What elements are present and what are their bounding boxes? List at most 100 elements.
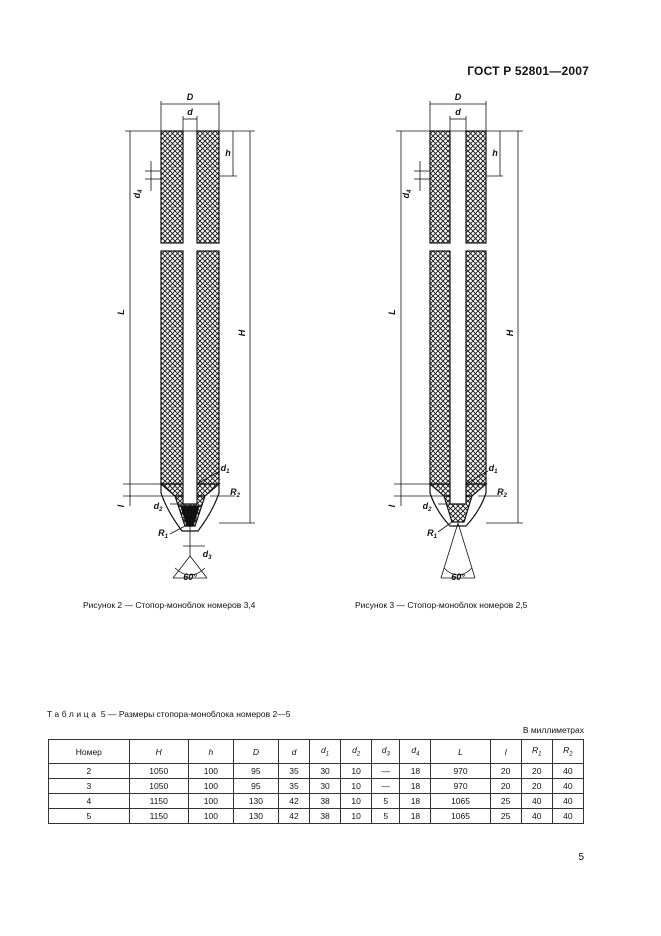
table-header-cell: L [430,739,491,764]
label-h: h [492,148,498,158]
standard-code: ГОСТ Р 52801—2007 [467,64,589,78]
table-cell: 2 [48,763,130,779]
figure-2-labels: D d h d4 L H d1 l R2 d2 R1 d3 60° [116,92,247,582]
table-header-cell: H [128,739,189,764]
figure-2-body [159,130,221,497]
label-D: D [187,92,194,102]
figure-3-caption: Рисунок 3 — Стопор-моноблок номеров 2,5 [355,600,528,610]
table-header-cell: d1 [309,739,342,764]
table-cell: 18 [399,763,432,779]
table-cell: — [371,778,401,794]
figure-2-dimensions [123,101,255,579]
table-cell: 40 [551,778,585,794]
table-cell: 100 [187,793,234,809]
figure-3-dimensions [394,101,523,579]
table-cell: 10 [340,763,373,779]
table-cell: 1050 [128,763,189,779]
table-header-cell: Номер [48,739,130,764]
label-d3: d3 [203,549,213,561]
table-cell: 95 [232,778,279,794]
table-cell: 38 [309,808,342,824]
table-cell: 3 [48,778,130,794]
table-cell: 35 [277,763,311,779]
table-cell: 10 [340,778,373,794]
table-header-cell: R1 [520,739,553,764]
table-cell: 18 [399,778,432,794]
figure-2-drawing: D d h d4 L H d1 l R2 d2 R1 d3 60° [116,92,255,582]
table-cell: 40 [551,763,585,779]
table-cell: 1050 [128,778,189,794]
table-cell: 30 [309,763,342,779]
label-R2: R2 [497,487,508,499]
table-header-cell: d2 [340,739,373,764]
label-l: l [116,504,126,507]
table-cell: 95 [232,763,279,779]
table-cell: 5 [371,808,401,824]
table-cell: 20 [520,763,553,779]
table-cell: 100 [187,778,234,794]
label-L: L [116,309,126,315]
table-cell: 20 [489,763,522,779]
table-cell: 25 [489,808,522,824]
label-angle: 60° [451,572,465,582]
table-cell: 10 [340,808,373,824]
table-cell: 40 [551,808,585,824]
table-cell: 40 [520,808,553,824]
table-cell: 100 [187,808,234,824]
table-cell: 40 [520,793,553,809]
table-cell: 40 [551,793,585,809]
label-d: d [187,107,193,117]
table-title-prefix: Таблица [47,709,99,719]
label-d1: d1 [489,463,499,475]
label-D: D [455,92,462,102]
table-cell: 18 [399,793,432,809]
table-cell: — [371,763,401,779]
label-d2: d2 [423,501,433,513]
table-cell: 18 [399,808,432,824]
table-cell: 4 [48,793,130,809]
table-title: Таблица 5 — Размеры стопора-моноблока но… [47,709,290,719]
page-number: 5 [578,852,584,863]
figure-2-caption: Рисунок 2 — Стопор-моноблок номеров 3,4 [83,600,256,610]
label-R2: R2 [230,487,241,499]
table-cell: 1150 [128,808,189,824]
table-cell: 10 [340,793,373,809]
table-cell: 35 [277,778,311,794]
table-cell: 1150 [128,793,189,809]
figure-3-tip [429,484,487,527]
table-cell: 5 [371,793,401,809]
table-cell: 30 [309,778,342,794]
label-H: H [505,329,515,336]
figure-2-tip [160,484,220,556]
table-header-cell: d4 [399,739,432,764]
label-L: L [387,309,397,315]
table-cell: 1065 [430,793,491,809]
table-header-cell: h [187,739,234,764]
label-R1: R1 [158,528,169,540]
table-units: В миллиметрах [522,725,584,735]
table-cell: 38 [309,793,342,809]
figure-3-body [428,130,488,497]
label-h: h [225,148,231,158]
label-l: l [387,504,397,507]
table-cell: 25 [489,793,522,809]
table-cell: 42 [277,793,311,809]
label-d2: d2 [154,501,164,513]
figure-3-labels: D d h d4 L H d1 l R2 d2 R1 60° [387,92,515,582]
table-title-text: 5 — Размеры стопора-моноблока номеров 2—… [100,709,291,719]
table-header-cell: d [277,739,311,764]
table-cell: 130 [232,793,279,809]
table-cell: 970 [430,778,491,794]
label-d: d [455,107,461,117]
table-cell: 130 [232,808,279,824]
table-cell: 20 [520,778,553,794]
table-header-cell: D [232,739,279,764]
table-cell: 20 [489,778,522,794]
